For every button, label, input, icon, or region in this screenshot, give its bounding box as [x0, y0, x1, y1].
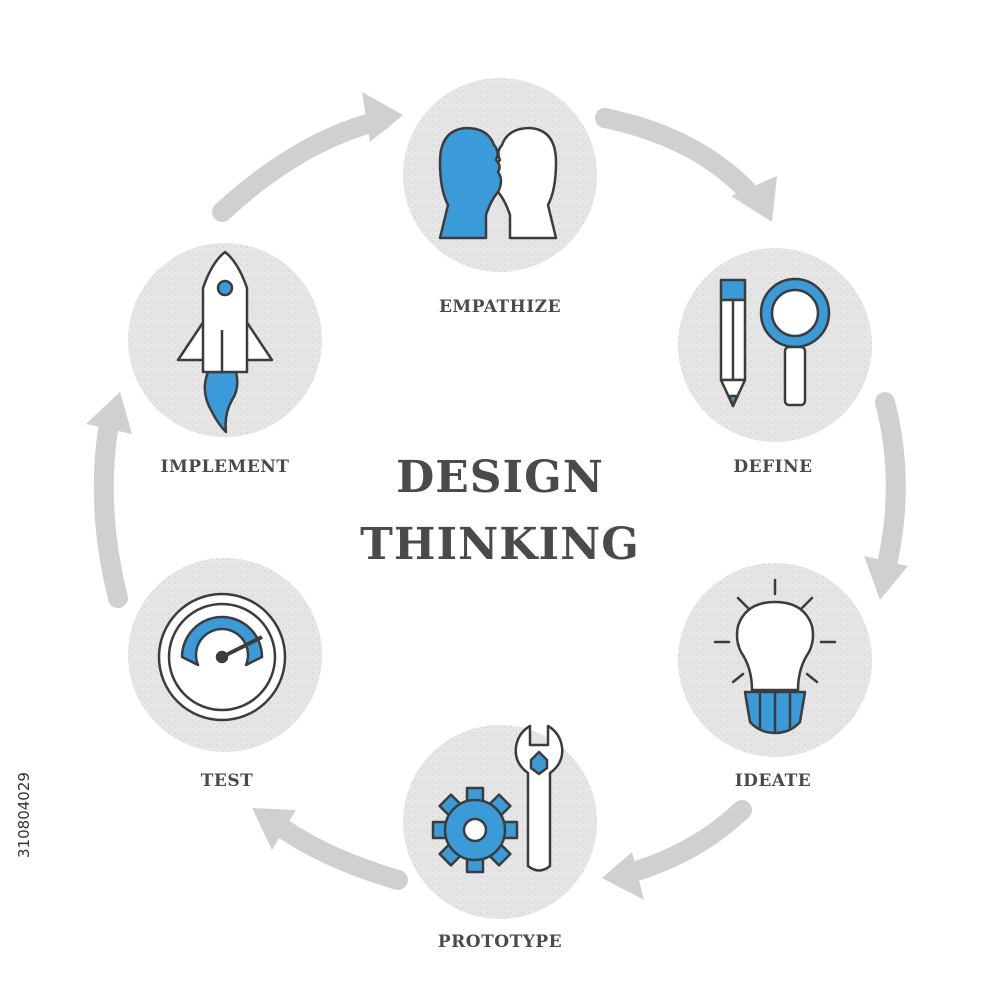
gear-wrench-icon: [431, 724, 564, 874]
stock-id: 310804029: [15, 772, 33, 858]
stage-implement: IMPLEMENT: [128, 243, 322, 477]
arrow-prototype-to-test: [275, 820, 408, 890]
arrow-ideate-to-prototype: [630, 800, 752, 880]
arrow-empathize-to-define: [595, 108, 762, 206]
ideate-label: IDEATE: [735, 771, 812, 791]
title-line-2: THINKING: [360, 519, 640, 570]
stage-ideate: IDEATE: [678, 563, 872, 791]
lightbulb-icon: [713, 578, 837, 735]
stage-define: DEFINE: [678, 248, 872, 477]
stage-prototype: PROTOTYPE: [403, 724, 597, 952]
arrow-head-empathize: [362, 92, 403, 142]
stage-test: TEST: [128, 558, 322, 791]
rocket-icon: [176, 250, 274, 434]
pencil-magnifier-icon: [719, 277, 831, 408]
arrow-implement-to-empathize: [212, 110, 392, 222]
implement-label: IMPLEMENT: [161, 457, 290, 477]
prototype-label: PROTOTYPE: [438, 932, 562, 952]
cycle-arrows: [86, 92, 908, 900]
test-label: TEST: [201, 771, 254, 791]
arrow-test-to-implement: [93, 420, 128, 608]
stage-empathize: EMPATHIZE: [403, 78, 597, 317]
define-label: DEFINE: [733, 457, 812, 477]
arrow-head-implement: [86, 392, 132, 434]
arrow-head-test: [252, 808, 296, 850]
define-circle: [678, 248, 872, 442]
empathize-label: EMPATHIZE: [439, 297, 561, 317]
gauge-icon: [157, 592, 287, 722]
arrow-head-ideate: [864, 556, 908, 600]
arrow-head-define: [731, 176, 777, 222]
arrow-head-prototype: [602, 852, 644, 900]
two-heads-icon: [438, 126, 558, 240]
title-line-1: DESIGN: [396, 452, 604, 503]
arrow-define-to-ideate: [875, 392, 906, 570]
